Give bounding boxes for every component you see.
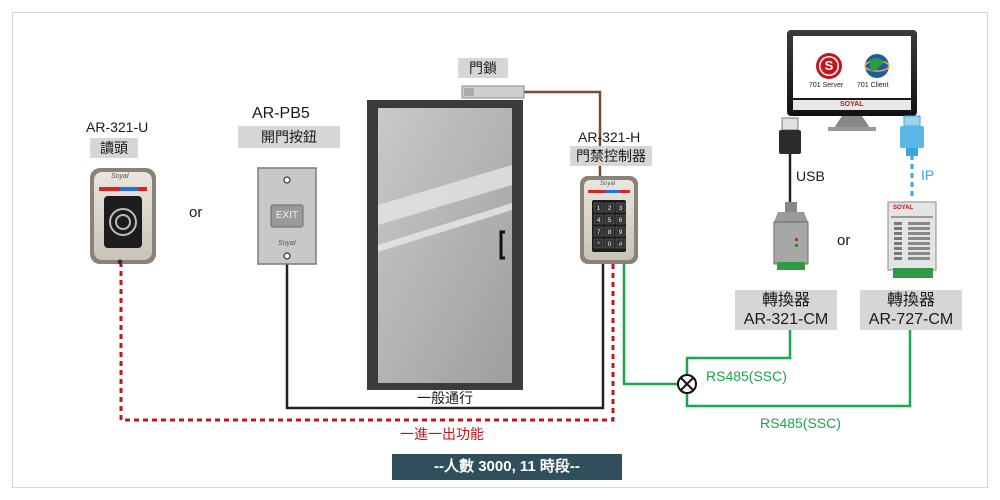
reader-model-label: AR-321-U <box>86 119 149 135</box>
ip-converter-slot <box>908 247 930 250</box>
keypad-key-label: 6 <box>619 217 623 224</box>
rs485-ip-converter-line <box>685 330 912 408</box>
ip-converter-name: 轉換器 <box>886 292 935 309</box>
keypad-key-label: # <box>619 241 623 248</box>
keypad-key <box>615 238 626 249</box>
exit-button-cable <box>285 262 605 410</box>
server-logo-letter: S <box>824 58 834 73</box>
server-label: 701 Server <box>809 82 844 89</box>
exit-button-device <box>257 167 317 265</box>
ethernet-plug <box>900 115 924 156</box>
keypad-key-label: 7 <box>597 229 601 236</box>
monitor-device <box>787 30 917 131</box>
ip-converter-indicator <box>894 232 902 235</box>
keypad-key <box>593 226 604 237</box>
ip-converter-model: AR-727-CM <box>868 311 954 328</box>
reader-brand-mark: Soyal <box>111 173 129 180</box>
keypad-key <box>615 226 626 237</box>
keypad-key <box>615 202 626 213</box>
keypad-key-label: 8 <box>608 229 612 236</box>
keypad-key-label: 2 <box>608 205 612 212</box>
ip-converter-brand: SOYAL <box>893 205 914 211</box>
controller-name-label: 門禁控制器 <box>570 146 652 166</box>
ip-converter-slot <box>908 252 930 255</box>
or-label-reader-button: or <box>189 204 203 221</box>
keypad-key-label: 9 <box>619 229 623 236</box>
ip-converter-slot <box>908 237 930 240</box>
or-label-converters: or <box>837 232 851 249</box>
exit-button-name-label: 開門按鈕 <box>238 126 340 148</box>
ip-converter-indicator <box>894 257 902 260</box>
keypad-key-label: * <box>597 241 600 248</box>
monitor-brand-bar: SOYAL <box>840 101 864 108</box>
keypad-key <box>615 214 626 225</box>
ip-converter-slot <box>908 222 930 225</box>
rs485-controller-line <box>622 262 687 386</box>
keypad-key-label: 1 <box>597 205 601 212</box>
keypad-key-label: 4 <box>597 217 601 224</box>
ip-label: IP <box>921 167 935 183</box>
keypad-key-label: 0 <box>608 241 612 248</box>
keypad-key <box>593 238 604 249</box>
reader-name-label: 讀頭 <box>90 138 138 158</box>
ip-converter-indicator <box>894 237 902 240</box>
keypad-key <box>593 214 604 225</box>
capacity-banner: --人數 3000, 11 時段-- <box>392 454 622 480</box>
usb-plug <box>779 117 801 154</box>
keypad-key <box>604 226 615 237</box>
ip-converter-slot <box>908 257 930 260</box>
controller-model-label: AR-321-H <box>578 129 641 145</box>
ip-converter-indicator <box>894 247 902 250</box>
door-illustration <box>367 100 523 390</box>
exit-brand-mark: Soyal <box>278 240 296 247</box>
ip-converter-indicator <box>894 242 902 245</box>
ip-converter-slot <box>908 232 930 235</box>
controller-brand-mark: Soyal <box>600 181 616 187</box>
keypad-key <box>604 202 615 213</box>
ip-converter-indicator <box>894 252 902 255</box>
ip-converter-label-box: 轉換器 AR-727-CM <box>860 290 962 330</box>
keypad-key-label: 5 <box>608 217 612 224</box>
rs485-label-lower: RS485(SSC) <box>760 415 841 431</box>
reader-cable-dashed <box>119 262 615 422</box>
rs485-junction <box>677 374 697 394</box>
ip-converter-indicator <box>894 222 902 225</box>
usb-label: USB <box>796 168 825 184</box>
reader-device <box>90 168 156 265</box>
anti-passback-label: 一進一出功能 <box>400 426 484 442</box>
keypad-key <box>593 202 604 213</box>
ip-converter-indicator <box>894 227 902 230</box>
ip-converter-slot <box>908 227 930 230</box>
client-label: 701 Client <box>857 82 889 89</box>
usb-converter-model: AR-321-CM <box>743 311 829 328</box>
ip-converter-slot <box>908 242 930 245</box>
rs485-label-upper: RS485(SSC) <box>706 368 787 384</box>
exit-button-model-label: AR-PB5 <box>252 105 310 122</box>
exit-face-label: EXIT <box>275 210 299 221</box>
keypad-key <box>604 238 615 249</box>
usb-converter-name: 轉換器 <box>761 292 810 309</box>
lock-name-label: 門鎖 <box>458 58 508 78</box>
keypad-key <box>604 214 615 225</box>
usb-converter-label-box: 轉換器 AR-321-CM <box>735 290 837 330</box>
rs485-usb-converter-line <box>685 330 792 384</box>
ip-converter-device <box>887 201 937 278</box>
lock-device <box>461 85 525 99</box>
keypad-key-label: 3 <box>619 205 623 212</box>
usb-converter-device <box>773 202 809 270</box>
diagram-frame <box>12 12 988 488</box>
normal-pass-label: 一般通行 <box>417 390 473 406</box>
